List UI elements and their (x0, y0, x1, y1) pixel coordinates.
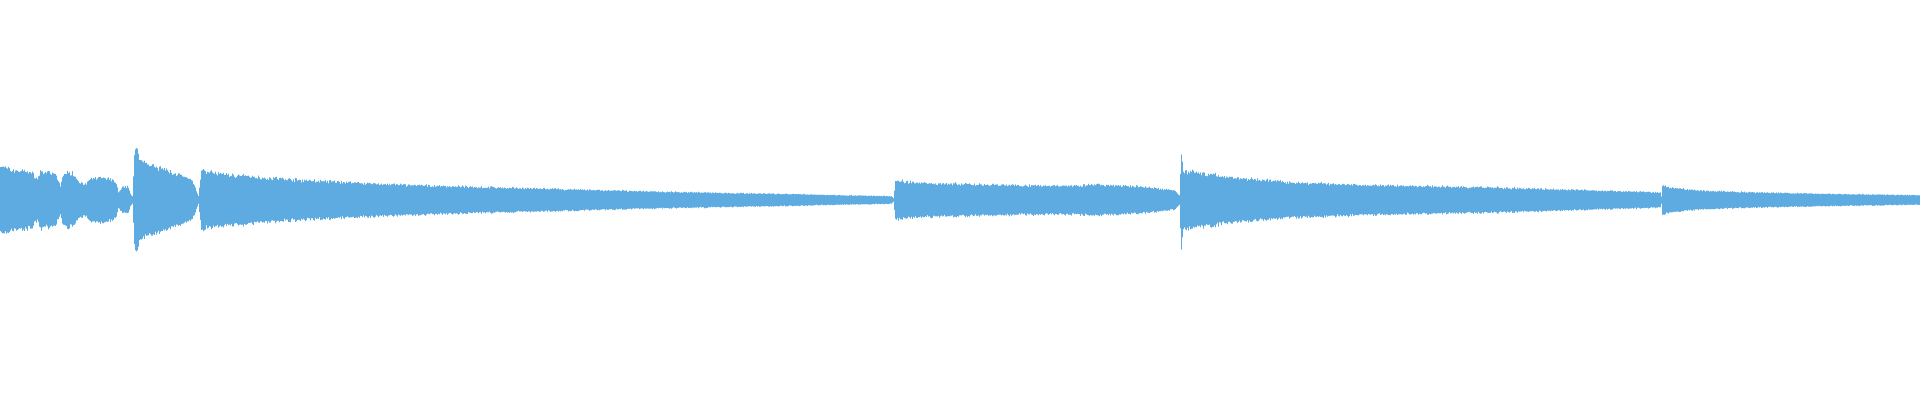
waveform-shape (0, 148, 1920, 252)
